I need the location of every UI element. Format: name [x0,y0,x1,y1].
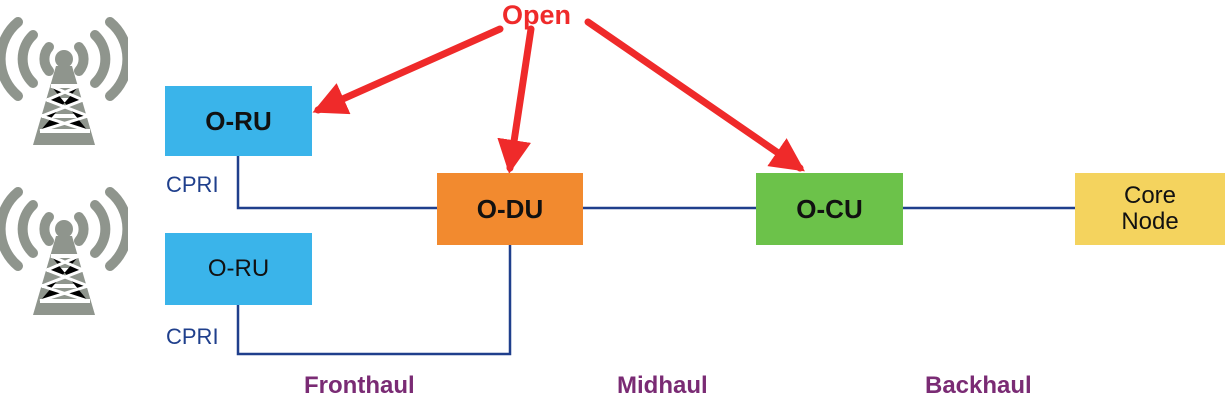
open-arrow-to-oru [312,25,504,115]
ocu-label: O-CU [796,193,863,224]
cpri-link-bottom [236,245,512,356]
cpri-label-bottom: CPRI [166,324,219,349]
cell-tower-icon [0,10,133,152]
odu-label: O-DU [476,193,544,224]
cell-tower-icon [0,180,133,322]
open-arrow-to-ocu [584,18,805,172]
core-node-label: Core Node [1121,182,1179,235]
open-annotation-label: Open [502,0,572,30]
oru-top-label: O-RU [205,105,272,136]
ocu-box: O-CU [756,173,903,245]
cpri-label-top: CPRI [166,172,219,197]
midhaul-label: Midhaul [617,372,708,399]
oru-top-box: O-RU [165,86,312,156]
oru-bottom-box: O-RU [165,233,312,305]
backhaul-label: Backhaul [925,372,1032,399]
core-node-box: Core Node [1075,173,1225,245]
open-arrow-to-odu [497,25,535,174]
odu-box: O-DU [437,173,583,245]
cpri-link-top [236,156,437,210]
oru-bottom-label: O-RU [207,255,270,283]
fronthaul-label: Fronthaul [304,372,415,399]
